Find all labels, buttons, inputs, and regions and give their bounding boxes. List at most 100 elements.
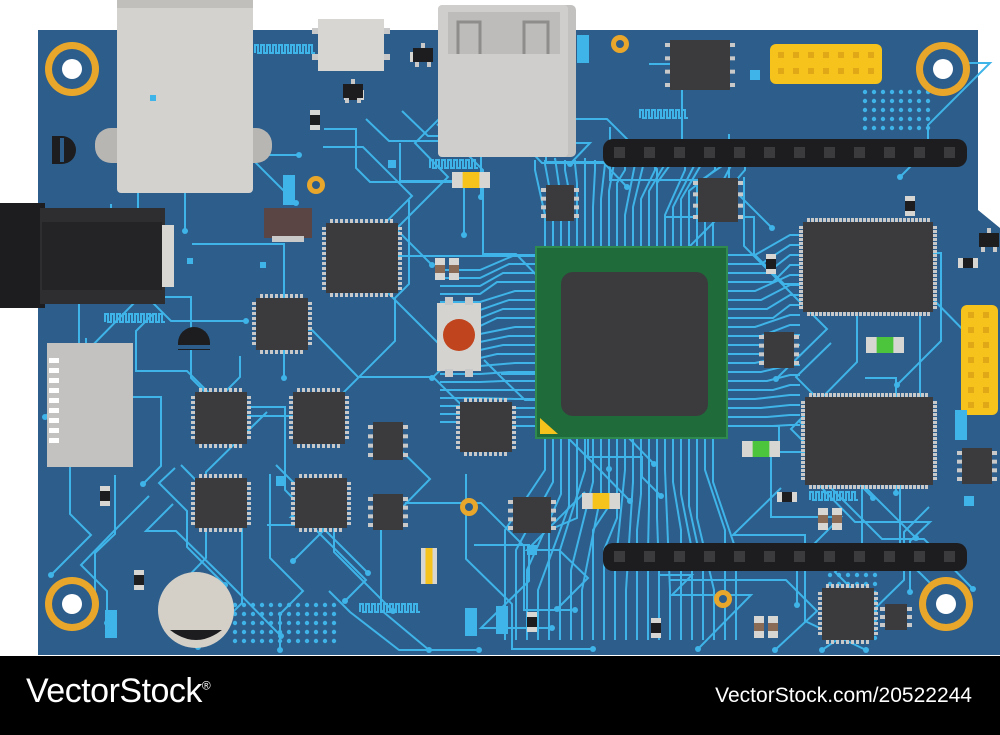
pad-dot [898,116,904,122]
trace [554,157,562,247]
via [567,161,573,167]
capacitor-pair [435,258,459,280]
via [277,647,283,653]
yellow-header-pin [823,52,829,58]
via [651,461,657,467]
sd-card-slot [47,343,133,467]
pad-dot [322,611,328,617]
yellow-header-pin [868,52,874,58]
pad-dot [241,602,247,608]
trace [727,324,800,337]
pad-dot [898,107,904,113]
pad-dot [331,629,337,635]
pad-dot [277,629,283,635]
header-pin [644,551,655,562]
trace [243,406,326,562]
yellow-header-pin [853,52,859,58]
pad-dot [286,602,292,608]
trace [727,304,800,319]
via [870,495,876,501]
via [897,174,903,180]
trace [79,495,150,623]
pad-dot [241,620,247,626]
pad-dot [889,98,895,104]
mounting-hole-icon [45,577,99,631]
trace [440,290,536,303]
pad-dot [295,602,301,608]
pad-dot [250,638,256,644]
smd-capacitor [496,606,508,634]
trace [332,200,410,404]
pad-dot [871,125,877,131]
via [624,184,630,190]
chip-resistor [766,254,776,274]
gold-vias [307,35,732,608]
trace [429,159,478,169]
soic-chip [759,332,799,368]
via [429,375,435,381]
discrete-components [100,35,999,638]
via [819,647,825,653]
pad-dot [250,611,256,617]
sd-pin [49,408,59,413]
yellow-header-pin [983,387,989,393]
yellow-header-pin [968,387,974,393]
header-pin [794,551,805,562]
trace [534,160,546,247]
pad-dot [295,620,301,626]
pad-dot [304,620,310,626]
pad-dot [250,629,256,635]
trace [614,438,626,640]
header-pin [854,147,865,158]
trace [727,274,800,292]
registered-mark: ® [201,678,211,693]
trace [727,254,800,274]
trace [135,313,218,402]
pad-dot [925,125,931,131]
smd-capacitor [105,610,117,638]
pad-dot [295,629,301,635]
pad-dot [277,638,283,644]
via [42,414,48,420]
pad-dot [889,89,895,95]
trace [647,438,650,640]
trace [727,264,800,283]
trace [440,281,536,295]
smd-capacitor [964,496,974,506]
reset-button-illustration [437,297,481,377]
chip-resistor [310,110,320,130]
soic-chip [665,40,735,90]
header-pin [914,551,925,562]
yellow-pin-headers [770,44,998,415]
pad-dot [925,116,931,122]
pad-dot [322,620,328,626]
pad-dot [872,581,878,587]
soic-chip [368,494,408,530]
trace [809,491,858,501]
smd-capacitor [527,545,537,555]
header-body [603,139,967,167]
trace [664,438,671,640]
yellow-header-pin [983,402,989,408]
soic-chip [880,604,912,630]
yellow-header-pin [983,312,989,318]
pad-dot [862,107,868,113]
pad-dot [916,89,922,95]
pad-dot [862,125,868,131]
pad-dot [232,620,238,626]
pad-dot [277,611,283,617]
header-pin [614,551,625,562]
trace [537,438,570,640]
trace [104,313,165,323]
pad-dot [241,629,247,635]
image-id-url: VectorStock.com/20522244 [715,684,972,707]
via [893,490,899,496]
yellow-header-pin [823,68,829,74]
via [290,558,296,564]
yellow-header-pin [968,327,974,333]
sd-pin [49,388,59,393]
yellow-header-pin [968,372,974,378]
via [429,262,435,268]
pad-dot [286,620,292,626]
